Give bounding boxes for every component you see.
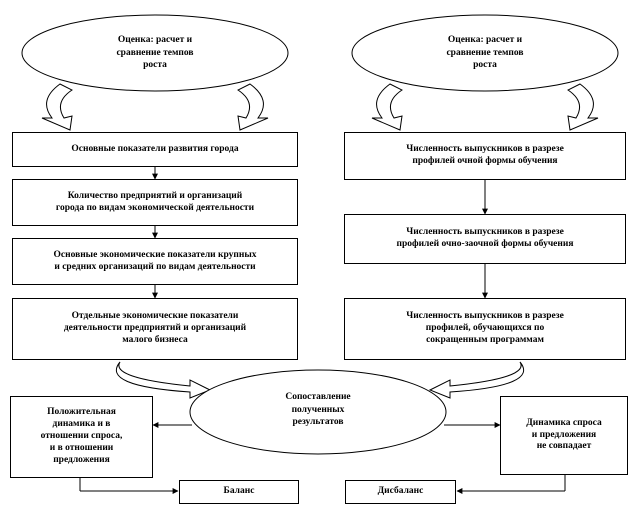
- left-merge-arrow: [115, 361, 212, 399]
- left-box-4: Отдельные экономические показатели деяте…: [12, 298, 298, 360]
- right-box-3-line: сокращенным программам: [426, 334, 544, 345]
- right-box-1: Численность выпускников в разрезе профил…: [344, 132, 626, 180]
- ellipse-line: сравнение темпов: [116, 47, 194, 58]
- left-result-box: Положительная динамика и в отношении спр…: [10, 396, 153, 478]
- left-box-3-line: Основные экономические показатели крупны…: [53, 249, 257, 260]
- center-ellipse-line: результатов: [292, 417, 344, 428]
- right-curved-arrow-left: [371, 83, 403, 131]
- left-result-line: динамика и в: [52, 419, 111, 430]
- right-box-2-line: профилей очно-заочной формы обучения: [396, 239, 574, 249]
- left-curved-arrow-right: [237, 83, 269, 131]
- right-result-line: Динамика спроса: [526, 417, 602, 428]
- right-box-3: Численность выпускников в разрезе профил…: [344, 298, 626, 360]
- left-box-4-line: малого бизнеса: [122, 334, 188, 345]
- ellipse-line: сравнение темпов: [446, 47, 524, 58]
- right-box-2: Численность выпускников в разрезе профил…: [344, 214, 626, 264]
- right-box-2-line: Численность выпускников в разрезе: [406, 227, 564, 238]
- left-box-1: Основные показатели развития города: [12, 132, 298, 167]
- right-box-1-line: Численность выпускников в разрезе: [406, 144, 564, 155]
- left-result-line: и в отношении: [49, 442, 114, 453]
- left-box-2: Количество предприятий и организаций гор…: [12, 179, 298, 226]
- ellipse-line: Оценка: расчет и: [117, 35, 193, 46]
- right-top-ellipse: [351, 14, 619, 92]
- ellipse-line: Оценка: расчет и: [447, 35, 523, 46]
- left-top-ellipse-text: Оценка: расчет и сравнение темпов роста: [60, 28, 250, 78]
- ellipse-line: роста: [473, 60, 497, 71]
- imbalance-box: Дисбаланс: [345, 480, 456, 504]
- center-ellipse-line: полученных: [291, 404, 345, 415]
- right-box-3-line: Численность выпускников в разрезе: [406, 311, 564, 322]
- left-box-4-line: деятельности предприятий и организаций: [63, 323, 247, 334]
- left-result-line: Положительная: [47, 407, 116, 418]
- right-result-line: и предложения: [531, 429, 597, 440]
- balance-box: Баланс: [179, 480, 299, 504]
- left-box-2-line: Количество предприятий и организаций: [67, 190, 243, 201]
- right-box-1-line: профилей очной формы обучения: [412, 156, 558, 166]
- center-ellipse: [189, 369, 447, 455]
- right-curved-arrow-right: [567, 83, 599, 131]
- right-result-line: не совпадает: [536, 441, 592, 452]
- left-result-line: отношении спроса,: [40, 431, 123, 442]
- balance-label: Баланс: [223, 486, 255, 497]
- center-ellipse-text: Сопоставление полученных результатов: [230, 384, 406, 436]
- left-result-line: предложения: [53, 454, 110, 465]
- left-box-2-line: города по видам экономической деятельнос…: [55, 202, 255, 213]
- left-box-3: Основные экономические показатели крупны…: [12, 238, 298, 285]
- imbalance-label: Дисбаланс: [377, 486, 424, 497]
- right-top-ellipse-text: Оценка: расчет и сравнение темпов роста: [390, 28, 580, 78]
- left-top-ellipse: [21, 14, 289, 92]
- left-box-3-line: и средних организаций по видам деятельно…: [54, 261, 256, 272]
- left-curved-arrow-left: [41, 83, 73, 131]
- left-box-4-line: Отдельные экономические показатели: [71, 311, 239, 322]
- ellipse-line: роста: [143, 60, 167, 71]
- right-box-3-line: профилей, обучающихся по: [425, 323, 545, 334]
- left-box-1-line: Основные показатели развития города: [71, 143, 239, 154]
- right-merge-arrow: [428, 361, 525, 399]
- right-result-box: Динамика спроса и предложения не совпада…: [500, 396, 628, 475]
- center-ellipse-line: Сопоставление: [285, 392, 351, 403]
